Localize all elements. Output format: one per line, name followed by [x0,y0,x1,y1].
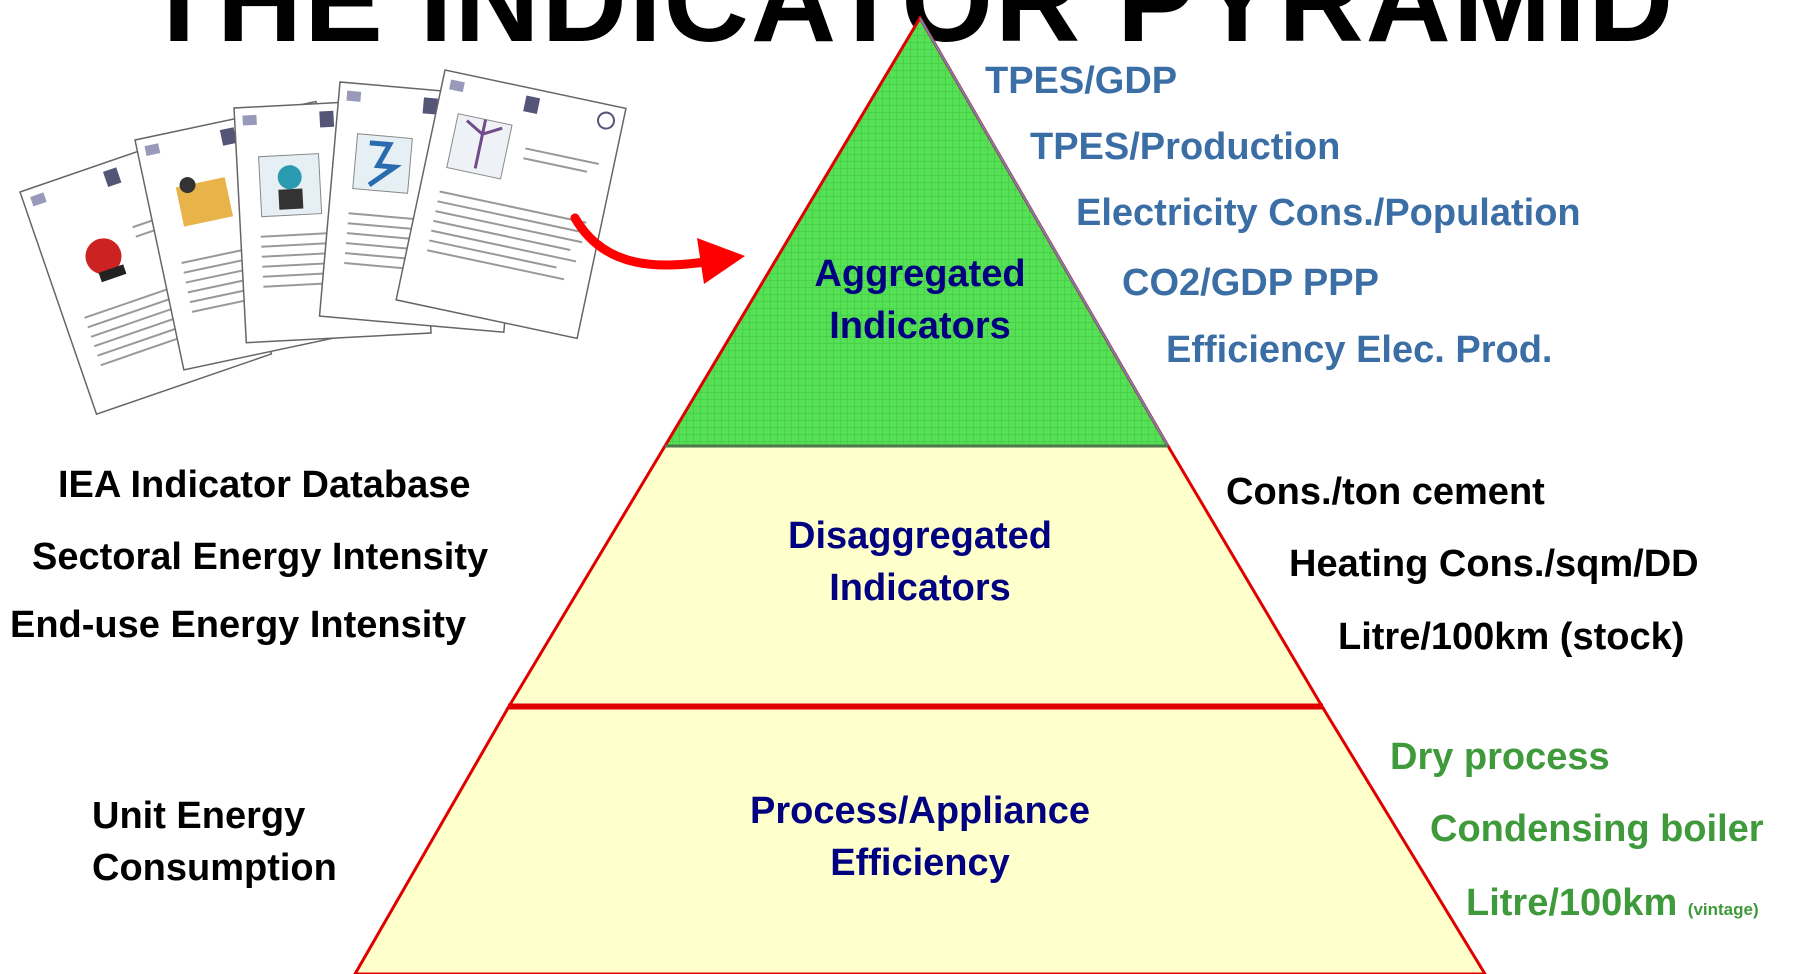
left-label-unit-energy: Unit Energy Consumption [92,790,337,895]
tier-label-disaggregated-line1: Disaggregated [788,515,1052,557]
tier-label-process-line1: Process/Appliance [749,790,1091,832]
indicator-electricity-population: Electricity Cons./Population [1076,192,1581,234]
indicator-co2-gdp-ppp: CO2/GDP PPP [1122,262,1379,304]
tier-label-process: Process/Appliance Efficiency [700,785,1140,890]
tier-label-disaggregated: Disaggregated Indicators [755,510,1085,615]
indicator-efficiency-elec-prod: Efficiency Elec. Prod. [1166,329,1553,371]
tier-label-aggregated-line1: Aggregated [814,253,1026,295]
indicator-cons-ton-cement: Cons./ton cement [1226,471,1545,513]
left-label-end-use-intensity: End-use Energy Intensity [10,604,467,646]
indicator-litre-vintage-main: Litre/100km [1466,882,1678,924]
indicator-litre-vintage-note: (vintage) [1687,900,1759,919]
tier-label-aggregated: Aggregated Indicators [790,248,1050,353]
tier-label-aggregated-line2: Indicators [829,305,1011,348]
indicator-heating-cons: Heating Cons./sqm/DD [1289,543,1699,585]
indicator-tpes-gdp: TPES/GDP [985,60,1178,102]
indicator-litre-vintage: Litre/100km (vintage) [1466,884,1759,922]
indicator-tpes-production: TPES/Production [1030,126,1341,168]
tier-label-disaggregated-line2: Indicators [829,567,1011,610]
pyramid-top-edge-shadow [919,17,1169,447]
indicator-condensing-boiler: Condensing boiler [1430,808,1764,850]
left-label-sectoral-intensity: Sectoral Energy Intensity [32,536,489,578]
left-label-unit-energy-line2: Consumption [92,847,337,890]
red-arrow-icon [570,213,745,284]
left-label-unit-energy-line1: Unit Energy [92,795,306,837]
indicator-dry-process: Dry process [1390,736,1610,778]
questionnaire-stack [19,69,627,416]
indicator-litre-stock: Litre/100km (stock) [1338,616,1685,658]
renewables-questionnaire-icon [395,69,627,340]
left-label-iea-database: IEA Indicator Database [58,464,471,506]
tier-label-process-line2: Efficiency [830,842,1010,885]
